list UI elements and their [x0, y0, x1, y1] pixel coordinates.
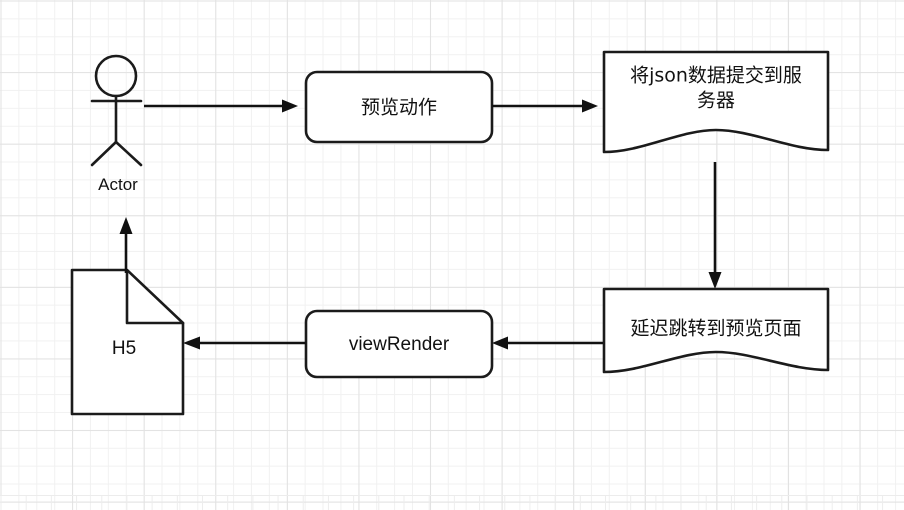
actor-label: Actor: [98, 175, 138, 194]
edge-delay-to-render[interactable]: [492, 336, 603, 350]
edge-preview-to-submit-arrowhead: [582, 99, 598, 113]
delayed-redirect-document-shape: [602, 287, 830, 374]
node-actor[interactable]: Actor: [90, 54, 143, 194]
actor-leg-left-icon: [90, 140, 118, 167]
h5-page-shape: [70, 268, 185, 416]
submit-json-label-line2: 务器: [697, 90, 735, 112]
edge-h5-to-actor-arrowhead: [119, 217, 133, 234]
edge-h5-to-actor[interactable]: [119, 217, 133, 273]
edge-actor-to-preview[interactable]: [144, 99, 298, 113]
actor-leg-right-icon: [114, 140, 143, 167]
submit-json-label-line1: 将json数据提交到服: [630, 65, 802, 87]
edge-render-to-h5-arrowhead: [183, 336, 200, 350]
edge-delay-to-render-arrowhead: [492, 336, 508, 350]
edge-actor-to-preview-arrowhead: [282, 99, 298, 113]
edge-submit-to-delay[interactable]: [708, 162, 722, 289]
node-h5-page[interactable]: H5: [70, 268, 185, 416]
preview-action-label: 预览动作: [361, 97, 437, 119]
node-submit-json[interactable]: 将json数据提交到服 务器: [602, 50, 830, 154]
edge-preview-to-submit[interactable]: [492, 99, 598, 113]
edge-submit-to-delay-arrowhead: [708, 272, 722, 289]
submit-json-document-shape: [602, 50, 830, 154]
delayed-redirect-label-line1: 延迟跳转到预览页面: [630, 318, 801, 340]
h5-page-label: H5: [112, 338, 136, 359]
edge-render-to-h5[interactable]: [183, 336, 306, 350]
node-delayed-redirect[interactable]: 延迟跳转到预览页面: [602, 287, 830, 374]
h5-page-fold-icon: [125, 268, 185, 325]
node-view-render[interactable]: viewRender: [304, 309, 494, 379]
actor-head-icon: [94, 54, 138, 98]
view-render-label: viewRender: [349, 334, 450, 355]
node-preview-action[interactable]: 预览动作: [304, 70, 494, 144]
